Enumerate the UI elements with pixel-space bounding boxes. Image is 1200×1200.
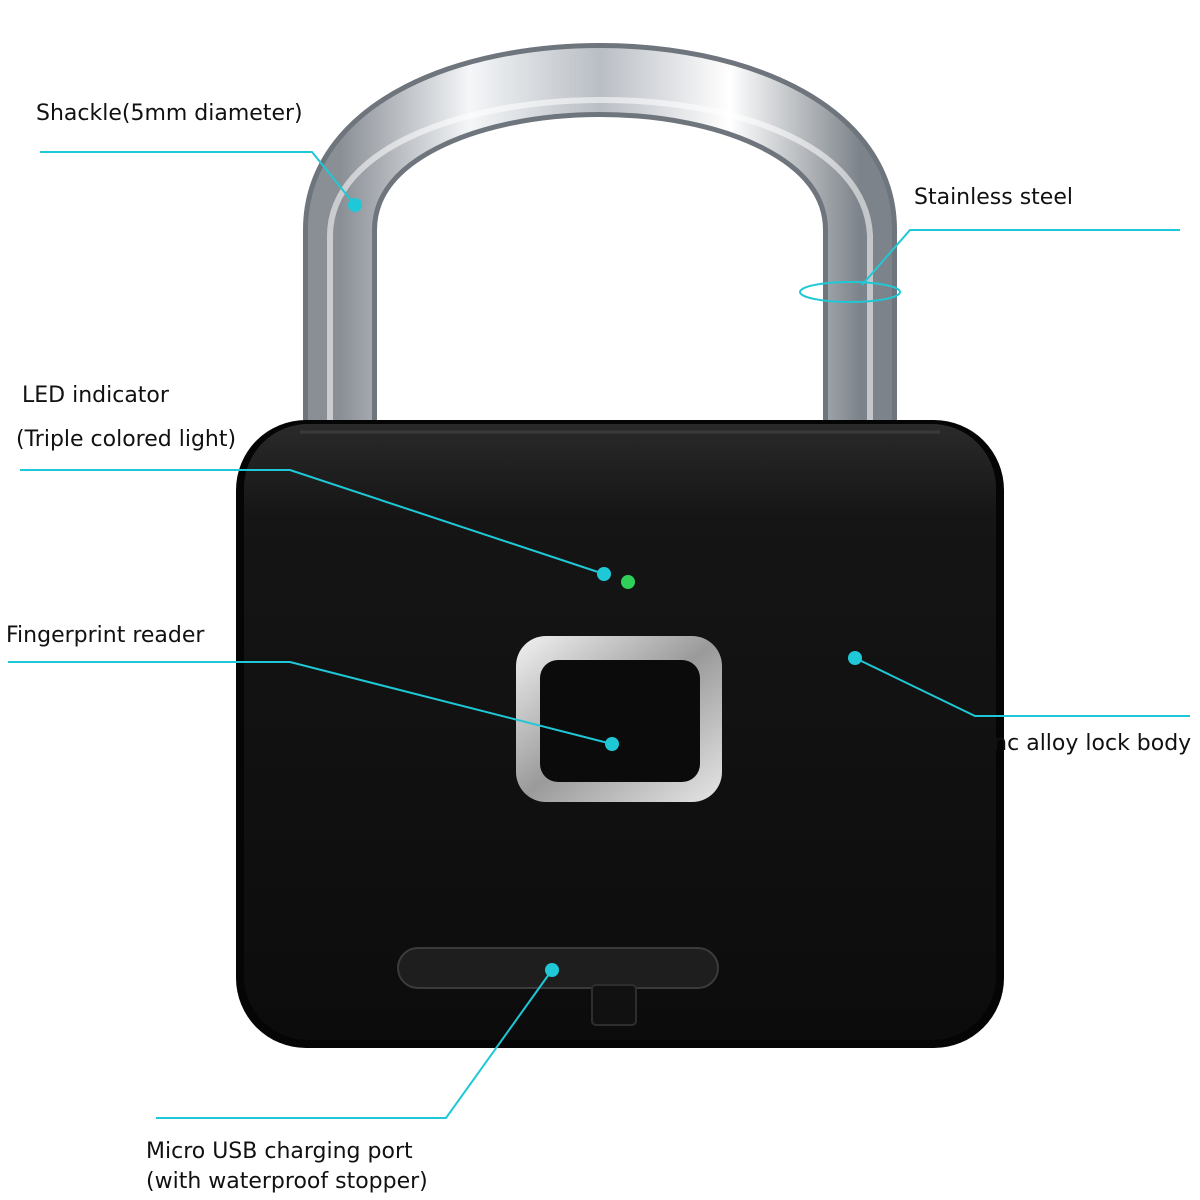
shackle-label: Shackle(5mm diameter) (36, 101, 303, 126)
stainless-steel-callout-line (861, 229, 1180, 286)
fingerprint-reader-label: Fingerprint reader (6, 623, 205, 648)
usb-port-callout-dot (545, 963, 559, 977)
shackle-callout-line (40, 151, 356, 206)
usb-port-sublabel: (with waterproof stopper) (146, 1169, 428, 1194)
usb-port-label: Micro USB charging port (146, 1139, 413, 1164)
stainless-steel-ring (799, 281, 901, 303)
led-indicator-callout-line (20, 469, 605, 575)
led-indicator-label: LED indicator (22, 383, 169, 408)
fingerprint-reader-callout-line (8, 661, 613, 745)
callout-lines (8, 151, 1190, 1119)
zinc-alloy-body-callout-line (854, 657, 1190, 717)
callout-dots (348, 198, 862, 977)
fingerprint-reader-callout-dot (605, 737, 619, 751)
led-indicator-sublabel: (Triple colored light) (16, 427, 237, 452)
led-indicator-callout-dot (597, 567, 611, 581)
fingerprint-reader[interactable] (516, 636, 722, 802)
usb-port-callout-line (156, 969, 553, 1119)
zinc-alloy-body-label: Zinc alloy lock body (972, 731, 1192, 756)
shackle-callout-dot (348, 198, 362, 212)
zinc-alloy-body-callout-dot (848, 651, 862, 665)
led-indicator (621, 575, 635, 589)
shackle (303, 43, 897, 430)
stainless-steel-label: Stainless steel (914, 185, 1073, 210)
